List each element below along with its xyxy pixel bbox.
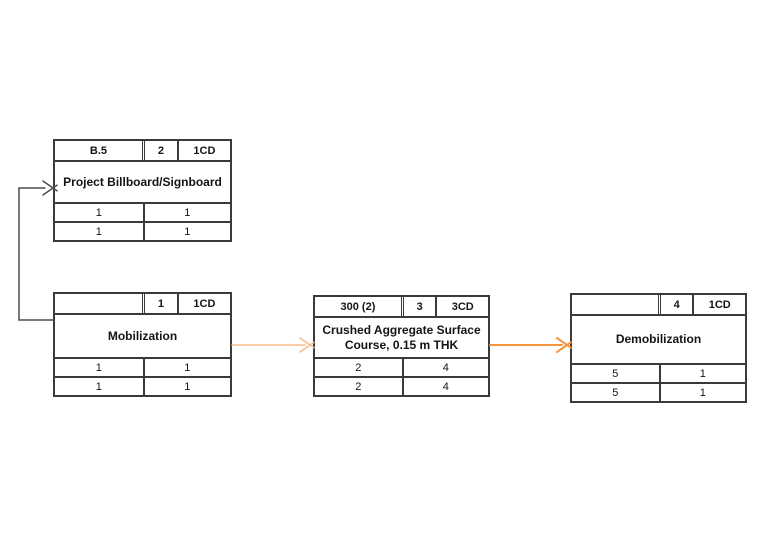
node-row1-right-cell: 1 (658, 365, 746, 382)
duration-cell: 2 (143, 141, 179, 160)
node-header-row: 300 (2) 3 3CD (315, 297, 488, 316)
activity-name: Crushed Aggregate Surface Course, 0.15 m… (315, 316, 488, 357)
node-early-row: 1 1 (55, 357, 230, 376)
node-early-row: 5 1 (572, 363, 745, 382)
calendar-duration-cell: 3CD (451, 300, 474, 313)
calendar-duration-cell: 1CD (193, 297, 216, 310)
node-row1-left-cell: 1 (95, 361, 102, 374)
activity-node-crushed-aggregate[interactable]: 300 (2) 3 3CD Crushed Aggregate Surface … (313, 295, 490, 397)
node-row1-left-cell: 1 (95, 206, 102, 219)
node-row2-right-cell: 1 (658, 384, 746, 401)
node-row1-left-cell: 2 (355, 361, 362, 374)
activity-node-mobilization[interactable]: 1 1CD Mobilization 1 1 1 1 (53, 292, 232, 397)
node-late-row: 2 4 (315, 376, 488, 395)
node-row2-left-cell: 1 (95, 225, 102, 238)
node-header-row: 1 1CD (55, 294, 230, 313)
node-row1-left-cell: 5 (612, 367, 619, 380)
node-header-row: 4 1CD (572, 295, 745, 314)
node-late-row: 5 1 (572, 382, 745, 401)
activity-code-cell: B.5 (55, 141, 143, 160)
activity-node-project-billboard[interactable]: B.5 2 1CD Project Billboard/Signboard 1 … (53, 139, 232, 242)
node-early-row: 2 4 (315, 357, 488, 376)
node-late-row: 1 1 (55, 221, 230, 240)
connector-mobilization-to-crushed-aggregate[interactable] (231, 337, 315, 353)
node-row2-right-cell: 1 (142, 223, 231, 240)
arrowhead-right-icon (556, 337, 572, 353)
arrowhead-right-icon (299, 337, 315, 353)
connector-crushed-aggregate-to-demobilization[interactable] (489, 337, 572, 353)
node-row2-left-cell: 5 (612, 386, 619, 399)
node-row2-left-cell: 2 (355, 380, 362, 393)
calendar-duration-cell: 1CD (708, 298, 731, 311)
node-row2-left-cell: 1 (95, 380, 102, 393)
node-row1-right-cell: 1 (142, 204, 231, 221)
node-late-row: 1 1 (55, 376, 230, 395)
node-row2-right-cell: 1 (142, 378, 231, 395)
duration-cell: 1 (143, 294, 179, 313)
activity-name: Mobilization (55, 313, 230, 357)
activity-name: Demobilization (572, 314, 745, 363)
node-row2-right-cell: 4 (401, 378, 489, 395)
activity-node-demobilization[interactable]: 4 1CD Demobilization 5 1 5 1 (570, 293, 747, 403)
node-early-row: 1 1 (55, 202, 230, 221)
connector-line[interactable] (18, 187, 54, 321)
node-header-row: B.5 2 1CD (55, 141, 230, 160)
activity-name: Project Billboard/Signboard (55, 160, 230, 202)
connector-mobilization-to-billboard[interactable] (18, 180, 58, 321)
calendar-duration-cell: 1CD (193, 144, 216, 157)
activity-code-cell (55, 294, 143, 313)
duration-cell: 4 (659, 295, 695, 314)
activity-code-cell: 300 (2) (315, 297, 402, 316)
node-row1-right-cell: 1 (142, 359, 231, 376)
duration-cell: 3 (402, 297, 438, 316)
node-row1-right-cell: 4 (401, 359, 489, 376)
activity-code-cell (572, 295, 659, 314)
